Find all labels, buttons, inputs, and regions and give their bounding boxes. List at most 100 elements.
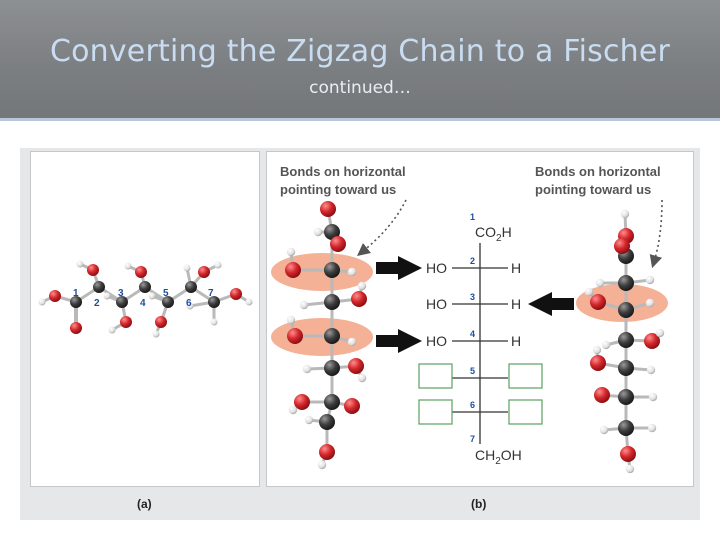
fischer-empty-box-6-right [508,399,543,425]
zigzag-hydrogen-atom [38,298,46,306]
fischer-carbon-5: 5 [470,366,475,376]
left-chain-hydrogen-atom [357,373,367,383]
fischer-row-2-right: H [511,260,521,276]
callout-right-line2: pointing toward us [535,182,651,197]
left-chain-hydrogen-atom [288,405,298,415]
arrow-to-row-4 [376,329,422,353]
left-chain-oxygen-atom [285,262,301,278]
left-chain-hydrogen-atom [286,315,296,325]
arrow-to-row-2 [376,256,422,280]
slide-title: Converting the Zigzag Chain to a Fischer [49,34,671,69]
left-chain-oxygen-atom [348,358,364,374]
right-chain-hydrogen-atom [645,275,655,285]
left-chain-hydrogen-atom [299,300,309,310]
right-chain-hydrogen-atom [601,340,611,350]
fischer-row-4-right: H [511,333,521,349]
zigzag-hydrogen-atom [76,260,84,268]
right-chain-hydrogen-atom [646,365,656,375]
right-chain-hydrogen-atom [592,345,602,355]
left-chain-hydrogen-atom [313,227,323,237]
right-chain-hydrogen-atom [655,328,665,338]
left-chain-carbon-atom [324,328,340,344]
fischer-carbon-4: 4 [470,329,475,339]
arrow-to-row-3 [528,292,574,316]
zigzag-hydrogen-atom [210,318,218,326]
zigzag-hydrogen-atom [186,302,194,310]
left-chain-oxygen-atom [287,328,303,344]
caption-a: (a) [137,497,152,511]
left-chain-hydrogen-atom [302,364,312,374]
zigzag-label-1: 1 [73,288,79,299]
zigzag-oxygen-atom [155,316,167,328]
zigzag-hydrogen-atom [152,330,160,338]
caption-b: (b) [471,497,486,511]
left-chain-hydrogen-atom [286,247,296,257]
right-chain-hydrogen-atom [648,392,658,402]
right-chain-oxygen-atom [614,238,630,254]
callout-left-arrow [357,199,407,256]
zigzag-carbon-atom [208,296,220,308]
left-chain-carbon-atom [319,414,335,430]
zigzag-oxygen-atom [70,322,82,334]
callout-right-line1: Bonds on horizontal [535,164,661,179]
fischer-empty-box-5-left [418,363,453,389]
fischer-bottom-group: CH2OH [475,447,522,467]
zigzag-carbon-atom [93,281,105,293]
left-chain-carbon-atom [324,394,340,410]
left-chain-hydrogen-atom [347,267,357,277]
zigzag-oxygen-atom [135,266,147,278]
right-chain-oxygen-atom [594,387,610,403]
left-chain-carbon-atom [324,224,340,240]
zigzag-hydrogen-atom [108,326,116,334]
right-chain-carbon-atom [618,360,634,376]
right-chain-oxygen-atom [590,355,606,371]
left-chain-hydrogen-atom [347,337,357,347]
zigzag-carbon-atom [116,296,128,308]
zigzag-carbon-atom [162,296,174,308]
zigzag-hydrogen-atom [183,264,191,272]
right-vertical-molecule [584,209,665,474]
zigzag-label-2: 2 [94,298,100,309]
right-chain-oxygen-atom [644,333,660,349]
zigzag-hydrogen-atom [124,262,132,270]
zigzag-label-6: 6 [186,298,192,309]
fischer-row-2-left: HO [426,260,447,276]
right-chain-hydrogen-atom [584,287,594,297]
slide-subtitle: continued… [309,78,411,98]
fischer-carbon-6: 6 [470,400,475,410]
left-chain-oxygen-atom [294,394,310,410]
fischer-empty-box-5-right [508,363,543,389]
fischer-carbon-7: 7 [470,434,475,444]
zigzag-label-5: 5 [163,288,169,299]
right-chain-carbon-atom [618,275,634,291]
left-chain-hydrogen-atom [317,460,327,470]
zigzag-label-4: 4 [140,298,146,309]
right-chain-hydrogen-atom [599,425,609,435]
fischer-top-group: CO2H [475,224,512,244]
fischer-row-3-right: H [511,296,521,312]
left-chain-carbon-atom [324,294,340,310]
left-chain-oxygen-atom [351,291,367,307]
panel-a-zigzag [30,151,260,487]
left-chain-oxygen-atom [319,444,335,460]
zigzag-label-3: 3 [118,288,124,299]
fischer-projection: CO2H CH2OH HO H HO H HO H 1 2 3 4 5 6 7 [418,212,543,467]
highlight-ellipse-left-top [271,253,373,291]
left-chain-carbon-atom [324,262,340,278]
fischer-row-4-left: HO [426,333,447,349]
zigzag-carbon-atom [185,281,197,293]
zigzag-oxygen-atom [87,264,99,276]
right-chain-carbon-atom [618,302,634,318]
right-chain-hydrogen-atom [645,298,655,308]
slide-header: Converting the Zigzag Chain to a Fischer… [0,0,720,121]
fischer-carbon-3: 3 [470,292,475,302]
right-chain-oxygen-atom [590,294,606,310]
right-chain-hydrogen-atom [625,464,635,474]
right-chain-oxygen-atom [620,446,636,462]
left-chain-carbon-atom [324,360,340,376]
right-chain-carbon-atom [618,389,634,405]
zigzag-oxygen-atom [230,288,242,300]
zigzag-hydrogen-atom [245,298,253,306]
zigzag-carbon-numbers: 1 2 3 4 5 6 7 [73,288,214,309]
fischer-row-3-left: HO [426,296,447,312]
